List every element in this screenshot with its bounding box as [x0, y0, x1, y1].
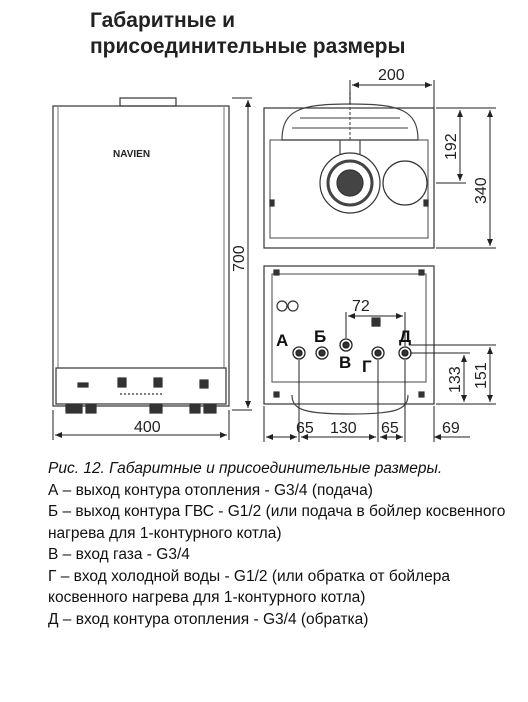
label-port-a: А — [276, 331, 288, 350]
bottom-fan-housing — [291, 394, 409, 415]
figure-caption: Рис. 12. Габаритные и присоединительные … — [48, 458, 518, 630]
caption-line-v: В – вход газа - G3/4 — [48, 546, 190, 563]
dim-151: 151 — [473, 362, 490, 389]
caption-figure-title: Рис. 12. Габаритные и присоединительные … — [48, 460, 443, 477]
caption-line-g: Г – вход холодной воды - G1/2 (или обрат… — [48, 567, 450, 607]
caption-line-b: Б – выход контура ГВС - G1/2 (или подача… — [48, 503, 506, 542]
brand-logo: NAVIEN — [113, 149, 150, 160]
front-width-dimension — [52, 410, 230, 440]
top-depth-dimension — [349, 80, 435, 108]
dim-72: 72 — [352, 298, 370, 315]
label-port-g: Г — [362, 357, 372, 376]
dim-65-left: 65 — [296, 420, 314, 437]
top-outline — [263, 107, 435, 249]
label-port-v: В — [339, 353, 351, 372]
dim-65-right: 65 — [381, 420, 399, 437]
caption-line-a: А – выход контура отопления - G3/4 (пода… — [48, 481, 373, 499]
dim-133: 133 — [447, 366, 464, 393]
front-view — [52, 97, 230, 414]
port-spacing-dimension — [345, 312, 406, 346]
dim-340: 340 — [473, 177, 490, 204]
bottom-view — [263, 265, 435, 415]
dim-192: 192 — [443, 133, 460, 160]
dim-130: 130 — [330, 420, 357, 437]
front-height-dimension — [232, 97, 252, 411]
flue-outlet — [319, 152, 381, 214]
caption-line-d: Д – вход контура отопления - G3/4 (обрат… — [48, 610, 369, 628]
flue-collar — [119, 97, 177, 107]
dim-200: 200 — [378, 67, 405, 84]
title-line-1: Габаритные и — [90, 9, 236, 32]
bottom-horizontal-dimensions — [263, 360, 470, 442]
port-height-dimensions — [410, 344, 496, 405]
dim-700: 700 — [231, 245, 248, 272]
control-panel — [55, 367, 227, 405]
label-port-b: Б — [314, 327, 326, 346]
air-intake — [382, 160, 428, 206]
top-side-dimensions — [436, 107, 496, 249]
title-line-2: присоединительные размеры — [90, 35, 406, 58]
boiler-body — [52, 105, 230, 407]
connection-ports — [292, 338, 412, 360]
dimension-drawing: NAVIEN 400 700 200 — [52, 67, 496, 442]
page-title: Габаритные и присоединительные размеры — [90, 8, 405, 60]
top-view — [263, 92, 435, 249]
dim-69: 69 — [442, 420, 460, 437]
dim-400: 400 — [134, 419, 161, 436]
